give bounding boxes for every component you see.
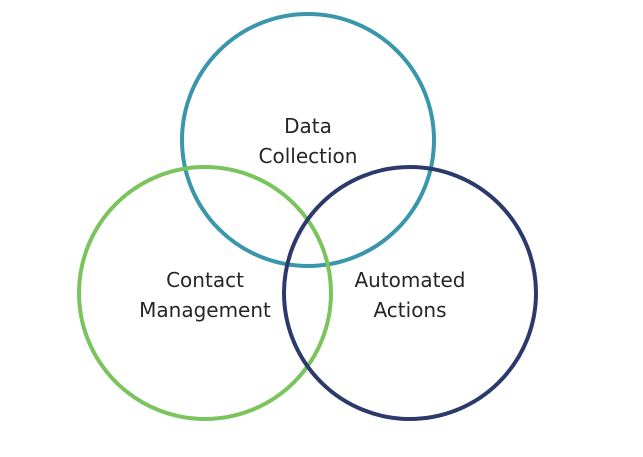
data-collection-label-line-2: Collection (258, 144, 358, 168)
data-collection-label: Data Collection (228, 111, 388, 171)
automated-actions-label: Automated Actions (320, 265, 500, 325)
contact-management-circle (77, 165, 333, 421)
contact-management-label-line-2: Management (139, 298, 271, 322)
data-collection-label-line-1: Data (284, 114, 332, 138)
automated-actions-label-line-1: Automated (354, 268, 466, 292)
automated-actions-label-line-2: Actions (373, 298, 447, 322)
contact-management-label: Contact Management (110, 265, 300, 325)
automated-actions-circle (282, 165, 538, 421)
contact-management-label-line-1: Contact (166, 268, 244, 292)
data-collection-circle (180, 12, 436, 268)
